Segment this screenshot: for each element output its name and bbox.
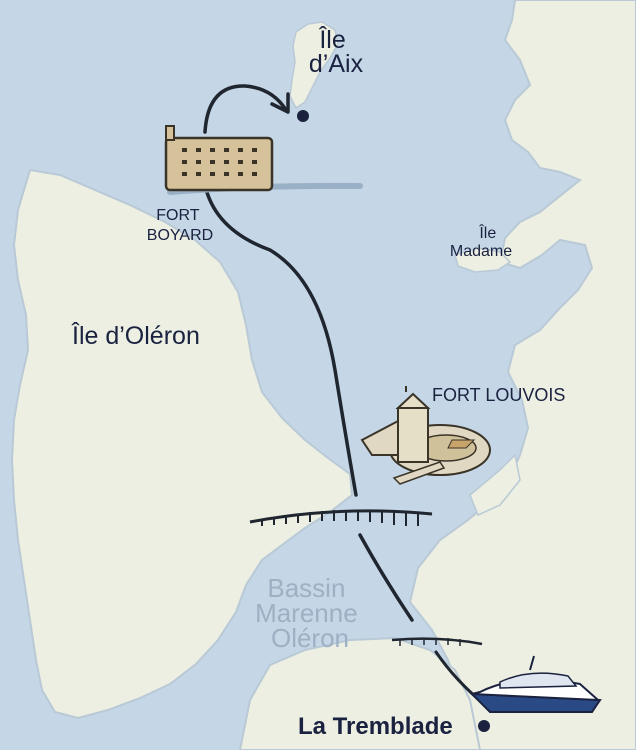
southern-coast — [238, 636, 482, 750]
ferry-route — [203, 183, 358, 497]
location-dot-icon — [297, 110, 309, 122]
route-arrow — [203, 84, 288, 134]
ile-aix — [289, 21, 339, 110]
fort-boyard-illustration — [164, 125, 363, 195]
location-dot-icon — [478, 720, 490, 732]
fort-louvois-illustration — [360, 386, 491, 485]
bridge-icon — [391, 637, 483, 646]
label-fort-louvois: FORT LOUVOIS — [432, 385, 565, 405]
ile-oleron — [10, 168, 354, 720]
label-ile-aix: Île d’Aix — [309, 25, 364, 78]
bridge-icon — [249, 509, 433, 526]
ferry-boat-illustration — [469, 655, 602, 713]
ferry-route — [358, 533, 414, 622]
label-ile-madame: Île Madame — [450, 223, 512, 260]
label-bassin: Bassin Marenne Oléron — [255, 573, 365, 653]
mainland — [408, 0, 636, 750]
label-la-tremblade: La Tremblade — [298, 713, 453, 740]
label-ile-oleron: Île d’Oléron — [71, 321, 200, 350]
arrow-head-icon — [270, 92, 290, 114]
label-fort-boyard: FORT BOYARD — [147, 207, 213, 244]
mainland-peninsula — [469, 453, 521, 517]
ile-madame — [454, 247, 512, 273]
